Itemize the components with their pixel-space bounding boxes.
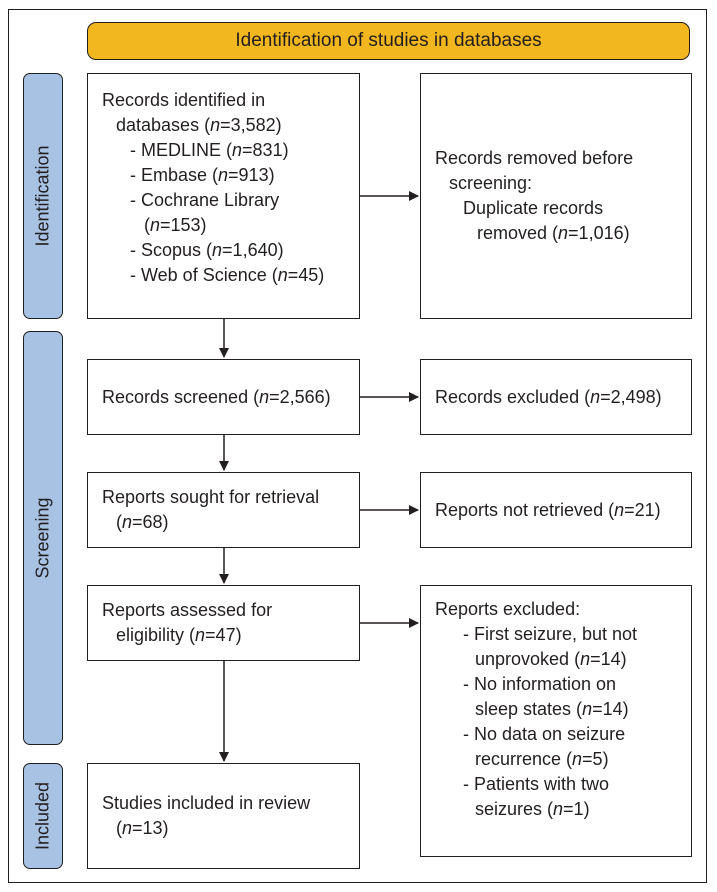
studies-included-label: Studies included in review [102, 793, 311, 813]
duplicate-records-label: Duplicate records [463, 198, 604, 218]
medline-label: - MEDLINE ( [130, 140, 233, 160]
reason4-count: =1) [563, 799, 590, 819]
records-identified-line1: Records identified in [102, 90, 266, 110]
reason-sleep-states: sleep states ( [475, 699, 583, 719]
header-banner: Identification of studies in databases [87, 22, 690, 60]
n-symbol: n [212, 240, 223, 260]
scopus-count: =1,640) [222, 240, 284, 260]
n-symbol: n [580, 649, 591, 669]
studies-included-count: =13) [132, 818, 169, 838]
header-title: Identification of studies in databases [235, 30, 542, 51]
stage-included: Included [23, 763, 63, 869]
reports-not-retrieved-box: Reports not retrieved (n=21) [420, 472, 692, 548]
reports-assessed-count: =47) [205, 625, 242, 645]
studies-included-box: Studies included in review (n=13) [87, 763, 360, 869]
n-symbol: n [232, 140, 243, 160]
cochrane-paren: ( [144, 215, 150, 235]
records-excluded-box: Records excluded (n=2,498) [420, 359, 692, 435]
records-identified-box: Records identified in databases (n=3,582… [87, 73, 360, 319]
reason-two-seizures: - Patients with two [463, 774, 610, 794]
n-symbol: n [122, 512, 133, 532]
n-symbol: n [277, 265, 288, 285]
reports-sought-count: =68) [132, 512, 169, 532]
studies-included-paren: ( [116, 818, 122, 838]
records-excluded-count: =2,498) [600, 386, 662, 407]
records-screened-box: Records screened (n=2,566) [87, 359, 360, 435]
embase-label: - Embase ( [130, 165, 219, 185]
reason-no-data: - No data on seizure [463, 724, 626, 744]
duplicate-removed-count: =1,016) [568, 223, 630, 243]
n-symbol: n [582, 699, 593, 719]
wos-count: =45) [287, 265, 325, 285]
n-symbol: n [210, 115, 221, 135]
reason1-count: =14) [590, 649, 627, 669]
n-symbol: n [195, 625, 206, 645]
records-removed-line2: screening: [449, 173, 533, 193]
embase-count: =913) [228, 165, 275, 185]
n-symbol: n [553, 799, 564, 819]
stage-screening: Screening [23, 331, 63, 745]
reports-excluded-title: Reports excluded: [435, 599, 581, 619]
records-removed-box: Records removed before screening: Duplic… [420, 73, 692, 319]
reports-not-retrieved-label: Reports not retrieved ( [435, 499, 615, 520]
n-symbol: n [614, 499, 625, 520]
reason-no-information: - No information on [463, 674, 617, 694]
diagram-frame [8, 9, 707, 883]
n-symbol: n [572, 749, 583, 769]
records-screened-count: =2,566) [269, 386, 331, 407]
wos-label: - Web of Science ( [130, 265, 278, 285]
records-excluded-label: Records excluded ( [435, 386, 591, 407]
reason-first-seizure: - First seizure, but not [463, 624, 638, 644]
reason-unprovoked: unprovoked ( [475, 649, 581, 669]
databases-total: =3,582) [220, 115, 282, 135]
databases-label: databases ( [116, 115, 211, 135]
n-symbol: n [558, 223, 569, 243]
cochrane-label: - Cochrane Library [130, 190, 280, 210]
reason-seizures: seizures ( [475, 799, 554, 819]
reason2-count: =14) [592, 699, 629, 719]
reason-recurrence: recurrence ( [475, 749, 573, 769]
eligibility-label: eligibility ( [116, 625, 196, 645]
reports-assessed-label: Reports assessed for [102, 600, 273, 620]
reports-not-retrieved-count: =21) [624, 499, 661, 520]
n-symbol: n [122, 818, 133, 838]
records-removed-line1: Records removed before [435, 148, 634, 168]
n-symbol: n [259, 386, 270, 407]
cochrane-count: =153) [160, 215, 207, 235]
reason3-count: =5) [582, 749, 609, 769]
scopus-label: - Scopus ( [130, 240, 213, 260]
n-symbol: n [218, 165, 229, 185]
n-symbol: n [590, 386, 601, 407]
n-symbol: n [150, 215, 161, 235]
records-screened-label: Records screened ( [102, 386, 260, 407]
stage-identification: Identification [23, 73, 63, 319]
medline-count: =831) [242, 140, 289, 160]
reports-sought-paren: ( [116, 512, 122, 532]
reports-excluded-box: Reports excluded: - First seizure, but n… [420, 585, 692, 857]
reports-sought-label: Reports sought for retrieval [102, 487, 320, 507]
reports-assessed-box: Reports assessed for eligibility (n=47) [87, 585, 360, 661]
reports-sought-box: Reports sought for retrieval (n=68) [87, 472, 360, 548]
duplicate-removed-label: removed ( [477, 223, 559, 243]
